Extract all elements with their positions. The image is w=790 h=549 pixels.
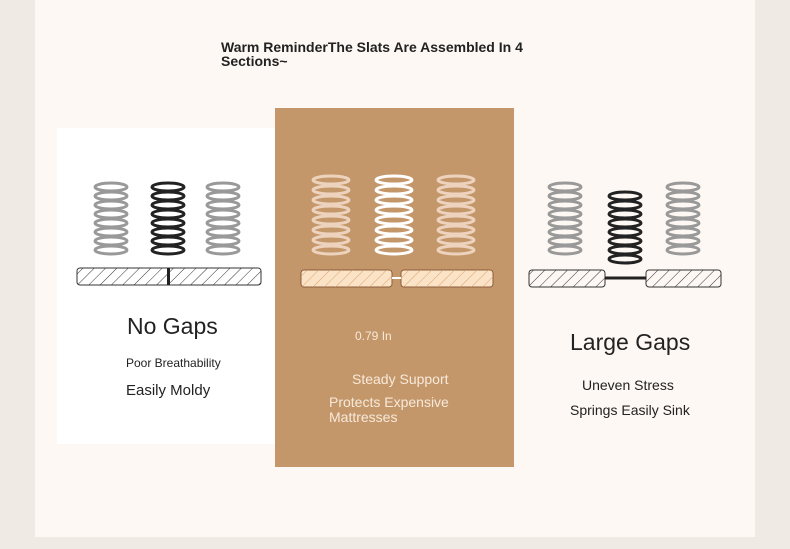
card-line-protects-mattresses: Protects Expensive Mattresses	[329, 394, 449, 425]
card-line-poor-breathability: Poor Breathability	[126, 356, 221, 370]
card-title-large-gaps: Large Gaps	[570, 329, 691, 355]
card-no-gaps	[57, 128, 277, 444]
gap-measurement-label: 0.79 In	[355, 329, 392, 343]
card-line-springs-sink: Springs Easily Sink	[570, 402, 690, 418]
card-line-uneven-stress: Uneven Stress	[582, 377, 674, 393]
card-line-easily-moldy: Easily Moldy	[126, 382, 211, 399]
card-line-steady-support: Steady Support	[352, 371, 449, 387]
headline: Warm ReminderThe Slats Are Assembled In …	[221, 39, 523, 69]
card-title-no-gaps: No Gaps	[127, 313, 218, 339]
